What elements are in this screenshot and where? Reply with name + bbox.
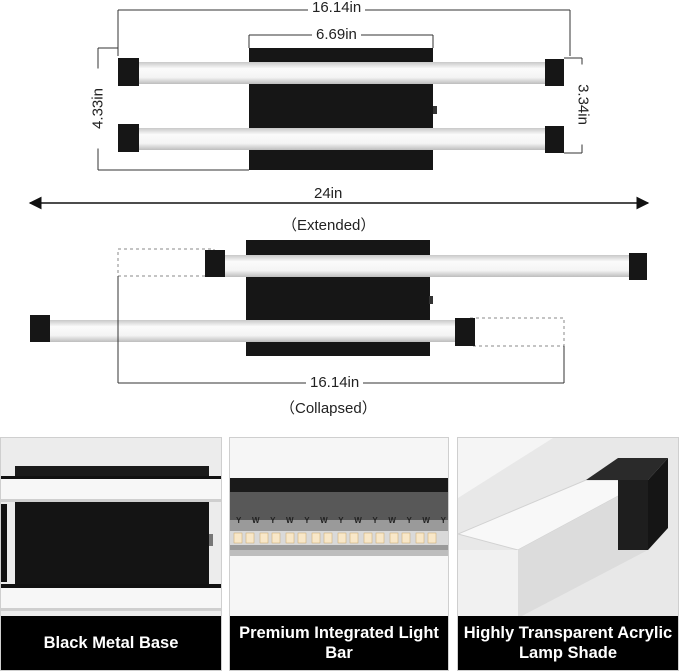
acrylic-shade-closeup (458, 438, 678, 618)
top-width-label: 16.14in (308, 0, 366, 16)
collapsed-width-label: 16.14in (306, 374, 364, 391)
metal-base-closeup (1, 438, 221, 618)
light-bar-closeup (230, 438, 448, 618)
panel-black-metal-base: Black Metal Base (0, 437, 222, 671)
led-label: W (354, 516, 362, 525)
total-height-label: 4.33in (89, 68, 107, 149)
upper-switch (433, 106, 437, 114)
lower-bar-bottom (30, 315, 475, 346)
led-label: Y (372, 516, 378, 525)
led-label: Y (338, 516, 344, 525)
base-width-label: 6.69in (312, 26, 361, 43)
panel-caption-acrylic-shade: Highly Transparent Acrylic Lamp Shade (458, 616, 678, 670)
upper-bar-bottom (118, 124, 564, 153)
panel-light-bar: Y W Y W Y W Y W Y W Y W Y Premium Integr… (229, 437, 449, 671)
lower-bar-top (205, 250, 647, 280)
panel-caption-black-metal-base: Black Metal Base (1, 616, 221, 670)
led-label: W (286, 516, 294, 525)
led-label: Y (236, 516, 242, 525)
led-label: W (320, 516, 328, 525)
led-label: W (251, 516, 260, 525)
bar-spacing-label: 3.34in (574, 64, 592, 145)
ghost-outline-right (469, 317, 565, 347)
led-label: Y (440, 516, 446, 525)
led-label: Y (270, 516, 276, 525)
panel-caption-light-bar: Premium Integrated Light Bar (230, 616, 448, 670)
upper-bar-top (118, 58, 564, 86)
extended-length-label: 24in (314, 185, 343, 202)
led-label: W (422, 516, 430, 525)
lower-switch (429, 296, 433, 304)
collapsed-caption: （Collapsed） (280, 400, 377, 417)
led-label: Y (304, 516, 310, 525)
ghost-outline-left (117, 248, 215, 277)
led-label: Y (406, 516, 412, 525)
led-label-row: Y W Y W Y W Y W Y W Y W Y (236, 516, 446, 525)
led-label: W (388, 516, 396, 525)
panel-acrylic-shade: Highly Transparent Acrylic Lamp Shade (457, 437, 679, 671)
extended-caption: （Extended） (282, 217, 376, 234)
